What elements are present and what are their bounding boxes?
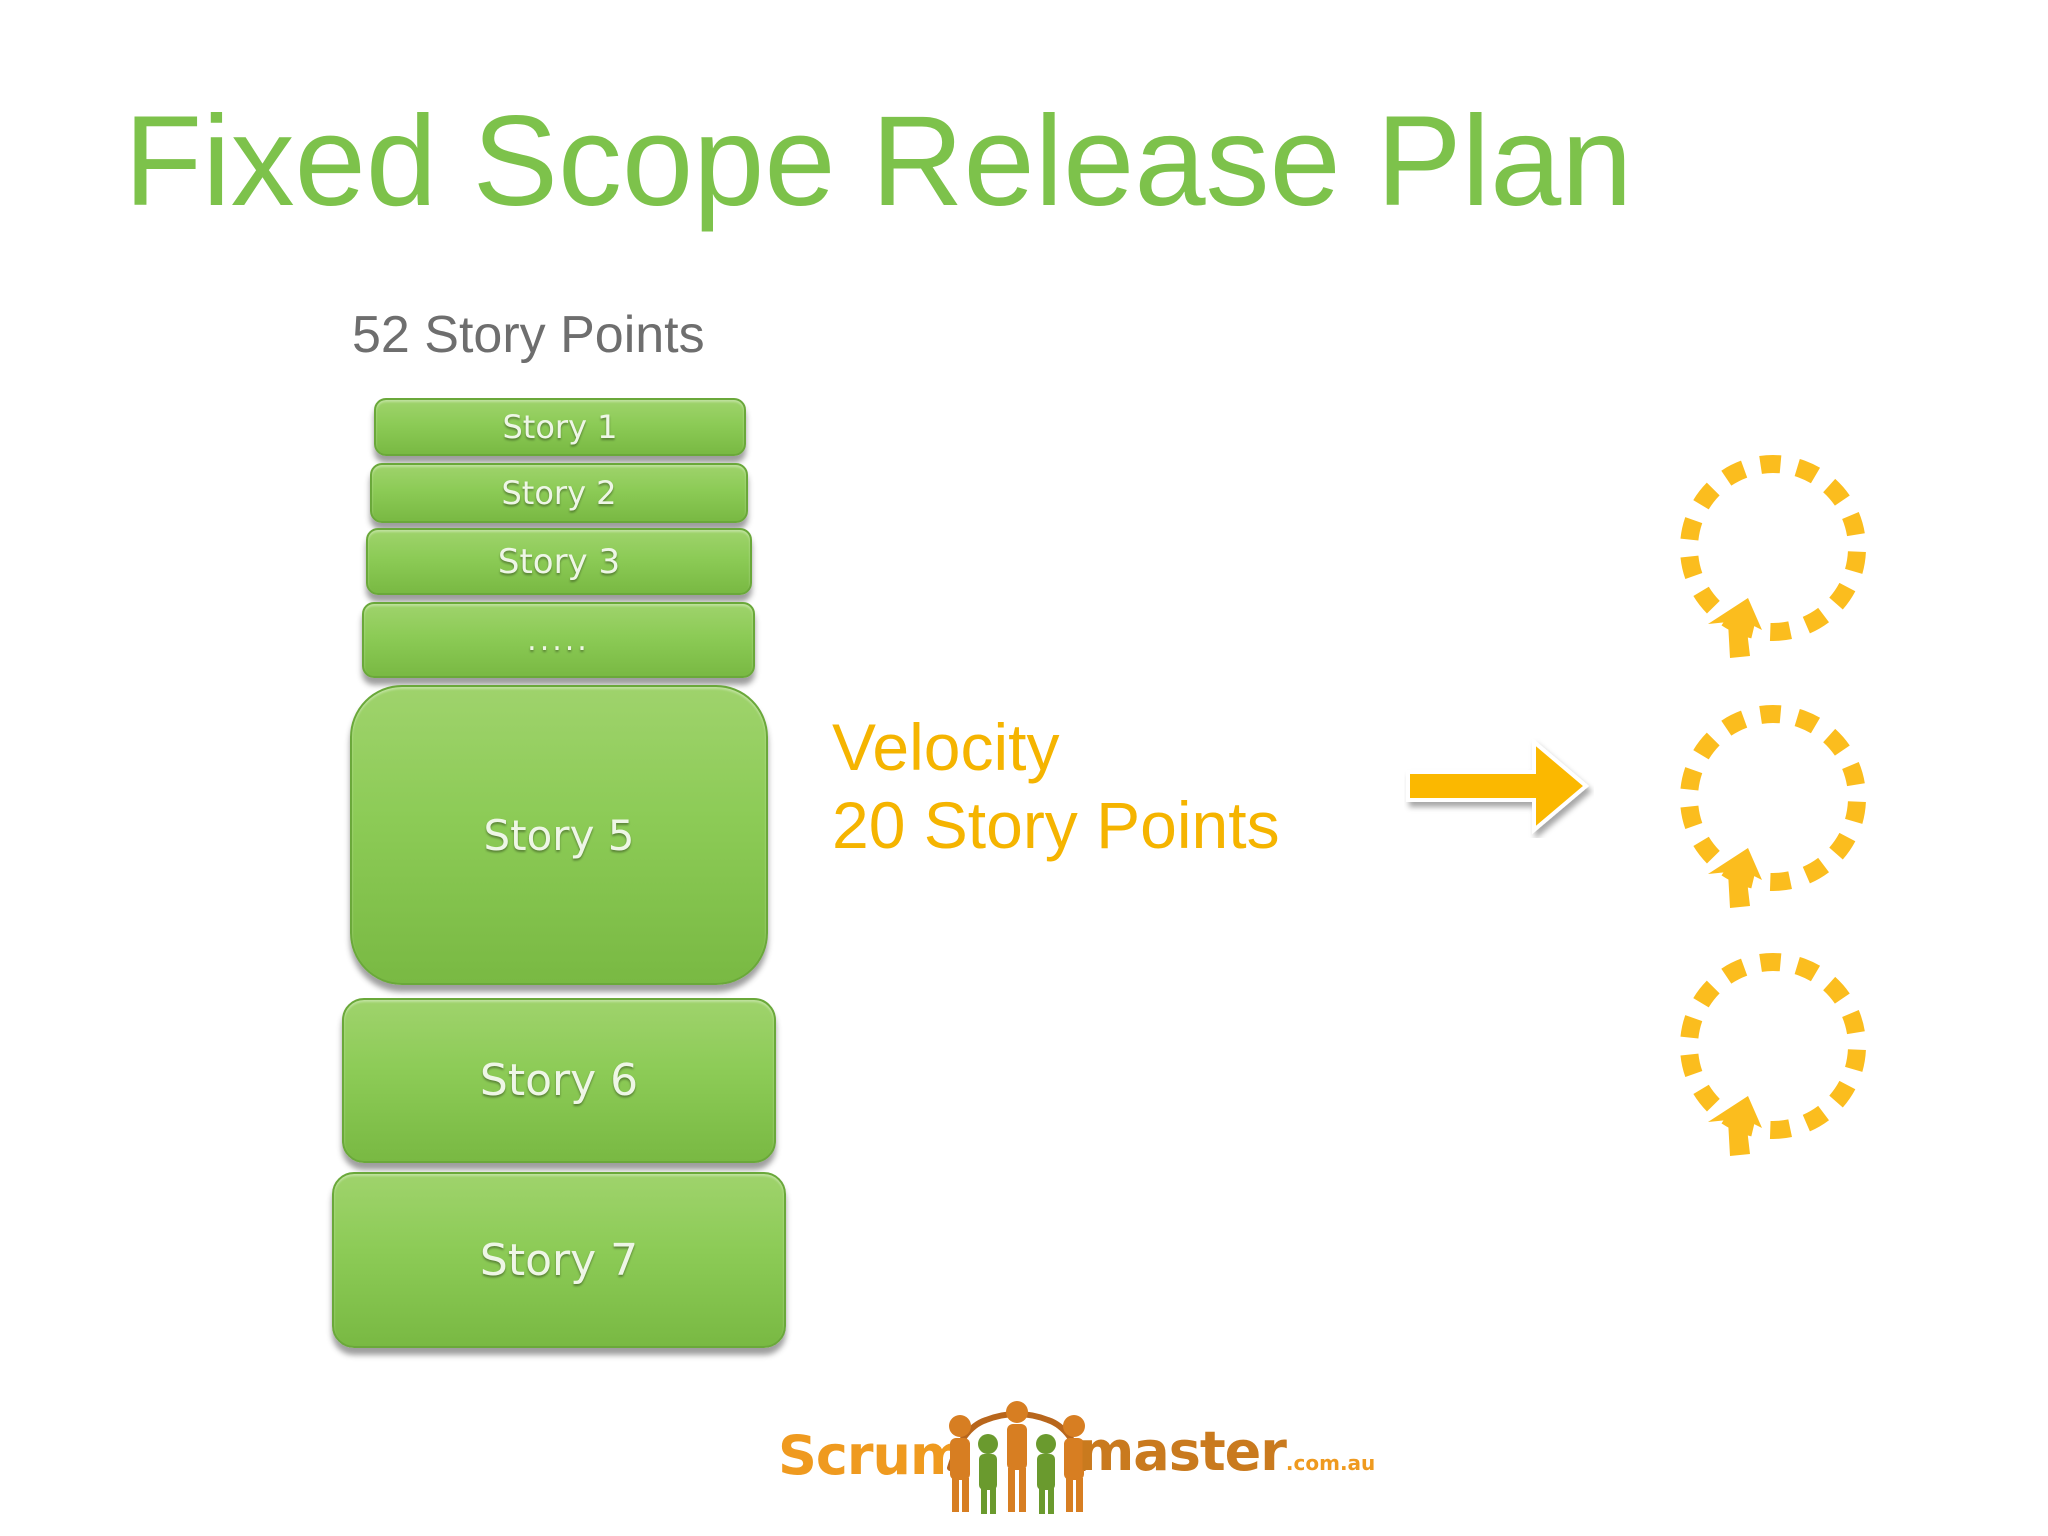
iteration-cycle-icon bbox=[1680, 953, 1866, 1156]
logo-text-scrum: Scrum bbox=[778, 1424, 966, 1487]
people-circle-icon bbox=[947, 1401, 1087, 1514]
story-block-ellipsis: ..... bbox=[362, 602, 755, 678]
iteration-cycle-icon bbox=[1680, 455, 1866, 658]
story-block-2: Story 2 bbox=[370, 463, 748, 523]
story-block-6: Story 6 bbox=[342, 998, 776, 1163]
story-block-5: Story 5 bbox=[350, 685, 768, 985]
total-story-points-label: 52 Story Points bbox=[352, 306, 705, 364]
story-block-3: Story 3 bbox=[366, 528, 752, 595]
slide-title: Fixed Scope Release Plan bbox=[124, 90, 1633, 233]
story-block-7: Story 7 bbox=[332, 1172, 786, 1348]
logo-domain: .com.au bbox=[1285, 1451, 1376, 1475]
velocity-title: Velocity bbox=[832, 710, 1060, 784]
iteration-cycle-icon bbox=[1680, 705, 1866, 908]
velocity-points: 20 Story Points bbox=[832, 788, 1280, 862]
logo-text-master: master.com.au bbox=[1078, 1420, 1376, 1483]
velocity-label: Velocity 20 Story Points bbox=[832, 708, 1280, 864]
story-block-1: Story 1 bbox=[374, 398, 746, 456]
right-arrow-icon bbox=[1406, 737, 1590, 835]
scrummaster-logo: Scrum bbox=[778, 1398, 1375, 1516]
